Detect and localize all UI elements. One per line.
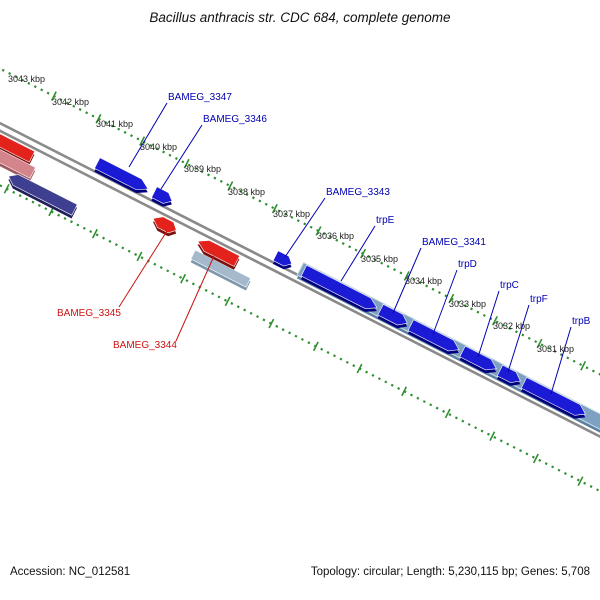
leader-trpD: [432, 269, 458, 335]
ruler-label-3037kbp: 3037 kbp: [273, 209, 310, 219]
leader-bameg-3344: [175, 255, 215, 342]
gene-navy-arrow[interactable]: [5, 170, 78, 216]
ruler-lower-dotted-line: [0, 145, 600, 497]
ruler-lower-ticks: [3, 183, 584, 486]
gene-label-trpE[interactable]: trpE: [376, 215, 395, 226]
gene-bameg-3343[interactable]: [272, 250, 296, 272]
gene-label-trpB[interactable]: trpB: [572, 316, 591, 327]
gene-label-bameg-3343[interactable]: BAMEG_3343: [326, 187, 390, 198]
gene-navy[interactable]: [4, 170, 78, 219]
ruler-label-3034kbp: 3034 kbp: [405, 276, 442, 286]
leader-trpB: [550, 326, 572, 395]
backbone-line-bottom: [0, 101, 600, 454]
ruler-label-3043kbp: 3043 kbp: [8, 74, 45, 84]
ruler-upper-ticks: [50, 91, 600, 394]
gene-label-trpC[interactable]: trpC: [500, 280, 519, 291]
ruler-label-3042kbp: 3042 kbp: [52, 97, 89, 107]
ruler-label-3032kbp: 3032 kbp: [493, 321, 530, 331]
ruler-label-3040kbp: 3040 kbp: [140, 142, 177, 152]
gene-label-bameg-3344[interactable]: BAMEG_3344: [113, 340, 177, 351]
gene-label-bameg-3345[interactable]: BAMEG_3345: [57, 308, 121, 319]
gene-label-trpD[interactable]: trpD: [458, 259, 477, 270]
topology-text: Topology: circular; Length: 5,230,115 bp…: [310, 566, 590, 578]
page-title: Bacillus anthracis str. CDC 684, complet…: [149, 10, 450, 25]
leader-bameg-3347: [128, 102, 168, 168]
gene-label-trpF[interactable]: trpF: [530, 294, 548, 305]
ruler-label-3038kbp: 3038 kbp: [228, 187, 265, 197]
leader-bameg-3345: [118, 230, 168, 308]
genome-track: [0, 52, 600, 497]
ruler-label-3031kbp: 3031 kbp: [537, 344, 574, 354]
leader-bameg-3343: [284, 197, 326, 258]
leader-bameg-3341: [392, 247, 422, 314]
accession-text: Accession: NC_012581: [10, 566, 131, 578]
ruler-upper-dotted-line: [0, 52, 600, 404]
ruler-label-3035kbp: 3035 kbp: [361, 254, 398, 264]
leader-trpF: [507, 304, 530, 373]
gene-label-bameg-3341[interactable]: BAMEG_3341: [422, 237, 486, 248]
ruler-label-3039kbp: 3039 kbp: [184, 164, 221, 174]
gene-label-bameg-3346[interactable]: BAMEG_3346: [203, 114, 267, 125]
leader-trpE: [340, 225, 376, 282]
gene-bameg-3347[interactable]: [93, 157, 152, 198]
ruler-label-3041kbp: 3041 kbp: [96, 119, 133, 129]
ruler-label-3036kbp: 3036 kbp: [317, 231, 354, 241]
leader-bameg-3346: [160, 124, 203, 190]
status-bar: Accession: NC_012581 Topology: circular;…: [0, 566, 600, 578]
gene-bameg-3346[interactable]: [150, 186, 176, 210]
ruler-label-3033kbp: 3033 kbp: [449, 299, 486, 309]
leader-trpC: [477, 290, 500, 358]
gene-label-bameg-3347[interactable]: BAMEG_3347: [168, 92, 232, 103]
